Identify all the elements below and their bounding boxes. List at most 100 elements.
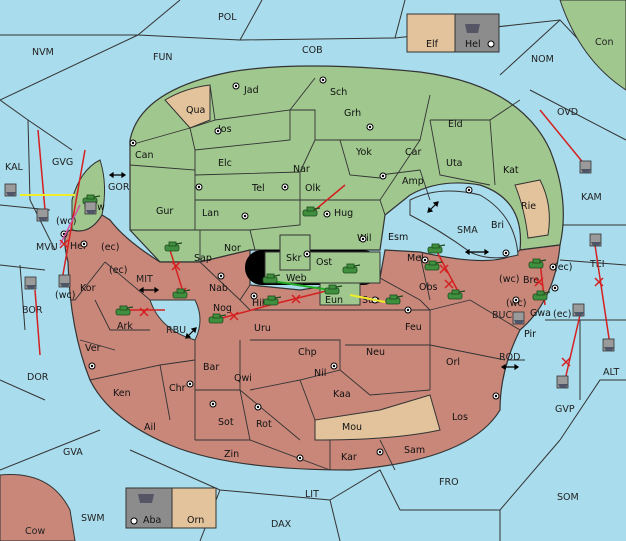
sea-zone-label[interactable]: KAM <box>581 192 602 203</box>
sea-zone-label[interactable]: BUC <box>492 310 512 321</box>
province-label[interactable]: Nil <box>314 368 326 379</box>
province-label[interactable]: Gur <box>156 206 173 217</box>
province-label[interactable]: Nog <box>213 303 232 314</box>
province-label[interactable]: Sun <box>362 295 380 306</box>
province-label[interactable]: Ken <box>113 388 131 399</box>
army-unit-icon[interactable] <box>447 289 466 300</box>
province-label[interactable]: Lan <box>202 208 219 219</box>
sea-zone-label[interactable]: GVA <box>63 447 83 458</box>
province-label[interactable]: Feu <box>405 322 422 333</box>
province-label[interactable]: Kar <box>341 452 357 463</box>
province-label[interactable]: Gwa <box>530 308 551 319</box>
sea-zone-label[interactable]: DOR <box>27 372 49 383</box>
province-label[interactable]: Zin <box>224 449 239 460</box>
sea-zone-label[interactable]: SOM <box>557 492 579 503</box>
province-label[interactable]: Sam <box>404 445 425 456</box>
sea-zone-label[interactable]: TEI <box>589 259 605 270</box>
province-label[interactable]: Can <box>135 150 153 161</box>
sea-zone-label[interactable]: LIT <box>305 489 319 500</box>
fleet-unit-icon[interactable] <box>589 233 602 247</box>
province-label[interactable]: Hil <box>252 298 264 309</box>
province-label[interactable]: Qua <box>186 105 205 116</box>
fleet-unit-icon[interactable] <box>512 311 525 325</box>
province-label[interactable]: Sot <box>218 417 234 428</box>
province-label[interactable]: Rie <box>521 201 536 212</box>
army-unit-icon[interactable] <box>385 294 404 305</box>
army-unit-icon[interactable] <box>208 313 227 324</box>
province-label[interactable]: Eun <box>325 295 343 306</box>
province-label[interactable]: Nor <box>224 243 241 254</box>
province-label[interactable]: Sap <box>194 253 212 264</box>
fleet-unit-icon[interactable] <box>572 303 585 317</box>
fleet-unit-icon[interactable] <box>602 338 615 352</box>
sea-zone-label[interactable]: MIT <box>136 274 153 285</box>
province-label[interactable]: Ver <box>85 343 101 354</box>
sea-zone-label[interactable]: FRO <box>439 477 459 488</box>
province-label[interactable]: Her <box>70 241 87 252</box>
sea-zone-label[interactable]: FUN <box>153 52 173 63</box>
army-unit-icon[interactable] <box>172 288 191 299</box>
sea-zone-label[interactable]: GOR <box>108 182 130 193</box>
coast-tag[interactable]: (ec) <box>109 265 127 276</box>
province-label[interactable]: Car <box>405 147 421 158</box>
army-unit-icon[interactable] <box>342 263 361 274</box>
province-label[interactable]: Web <box>286 273 307 284</box>
sea-zone-label[interactable]: RBU <box>166 325 186 336</box>
sea-zone-label[interactable]: GVG <box>52 157 73 168</box>
sea-zone-label[interactable]: DAX <box>271 519 292 530</box>
army-unit-icon[interactable] <box>324 284 343 295</box>
province-label[interactable]: Yok <box>355 147 372 158</box>
sea-zone-label[interactable]: POL <box>218 12 237 23</box>
army-unit-icon[interactable] <box>302 206 321 217</box>
fleet-unit-icon[interactable] <box>579 160 592 174</box>
coast-tag[interactable]: (wc) <box>499 274 519 285</box>
coast-tag[interactable]: (wc) <box>56 216 76 227</box>
province-label[interactable]: Ail <box>144 422 156 433</box>
province-label[interactable]: Bre <box>523 275 539 286</box>
sea-zone-label[interactable]: KAL <box>5 162 24 173</box>
army-unit-icon[interactable] <box>164 241 183 252</box>
army-unit-icon[interactable] <box>262 273 281 284</box>
coast-tag[interactable]: (ec) <box>101 242 119 253</box>
province-label[interactable]: Jad <box>243 85 259 96</box>
fleet-unit-icon[interactable] <box>84 201 97 215</box>
province-label[interactable]: Chp <box>298 347 317 358</box>
coast-tag[interactable]: (ec) <box>553 309 571 320</box>
province-label[interactable]: Ost <box>316 257 332 268</box>
fleet-unit-icon[interactable] <box>24 276 37 290</box>
coast-tag[interactable]: (wc) <box>55 290 75 301</box>
province-label[interactable]: Chr <box>169 383 186 394</box>
sea-zone-label[interactable]: SWM <box>81 513 105 524</box>
province-label[interactable]: Amp <box>402 176 424 187</box>
sea-zone-label[interactable]: ROD <box>499 352 520 363</box>
province-label[interactable]: Qwi <box>234 373 252 384</box>
sea-zone-label[interactable]: SMA <box>457 225 478 236</box>
province-label[interactable]: Neu <box>366 347 385 358</box>
province-label[interactable]: Orl <box>446 357 460 368</box>
sea-zone-label[interactable]: NVM <box>32 47 54 58</box>
province-label[interactable]: Mel <box>407 253 424 264</box>
army-unit-icon[interactable] <box>528 258 547 269</box>
fleet-unit-icon[interactable] <box>58 274 71 288</box>
sea-zone-label[interactable]: ALT <box>603 367 619 378</box>
sea-zone-label[interactable]: Con <box>595 37 613 48</box>
army-unit-icon[interactable] <box>263 295 282 306</box>
province-label[interactable]: Elc <box>218 158 232 169</box>
province-label[interactable]: Kor <box>80 283 96 294</box>
province-label[interactable]: Kaa <box>333 389 351 400</box>
province-label[interactable]: Hug <box>334 208 353 219</box>
province-label[interactable]: Mou <box>342 422 362 433</box>
province-label[interactable]: Jos <box>217 124 232 135</box>
province-label[interactable]: Ark <box>117 321 133 332</box>
fleet-unit-icon[interactable] <box>36 208 49 222</box>
army-unit-icon[interactable] <box>115 305 134 316</box>
province-label[interactable]: Esm <box>388 232 408 243</box>
province-label[interactable]: Olk <box>305 183 321 194</box>
sea-zone-label[interactable]: BOR <box>22 305 43 316</box>
province-label[interactable]: Bar <box>203 362 219 373</box>
province-label[interactable]: Pir <box>524 329 536 340</box>
province-label[interactable]: Nar <box>293 164 310 175</box>
army-unit-icon[interactable] <box>424 260 443 271</box>
province-label[interactable]: Uru <box>254 323 271 334</box>
sea-zone-label[interactable]: MVU <box>36 242 58 253</box>
